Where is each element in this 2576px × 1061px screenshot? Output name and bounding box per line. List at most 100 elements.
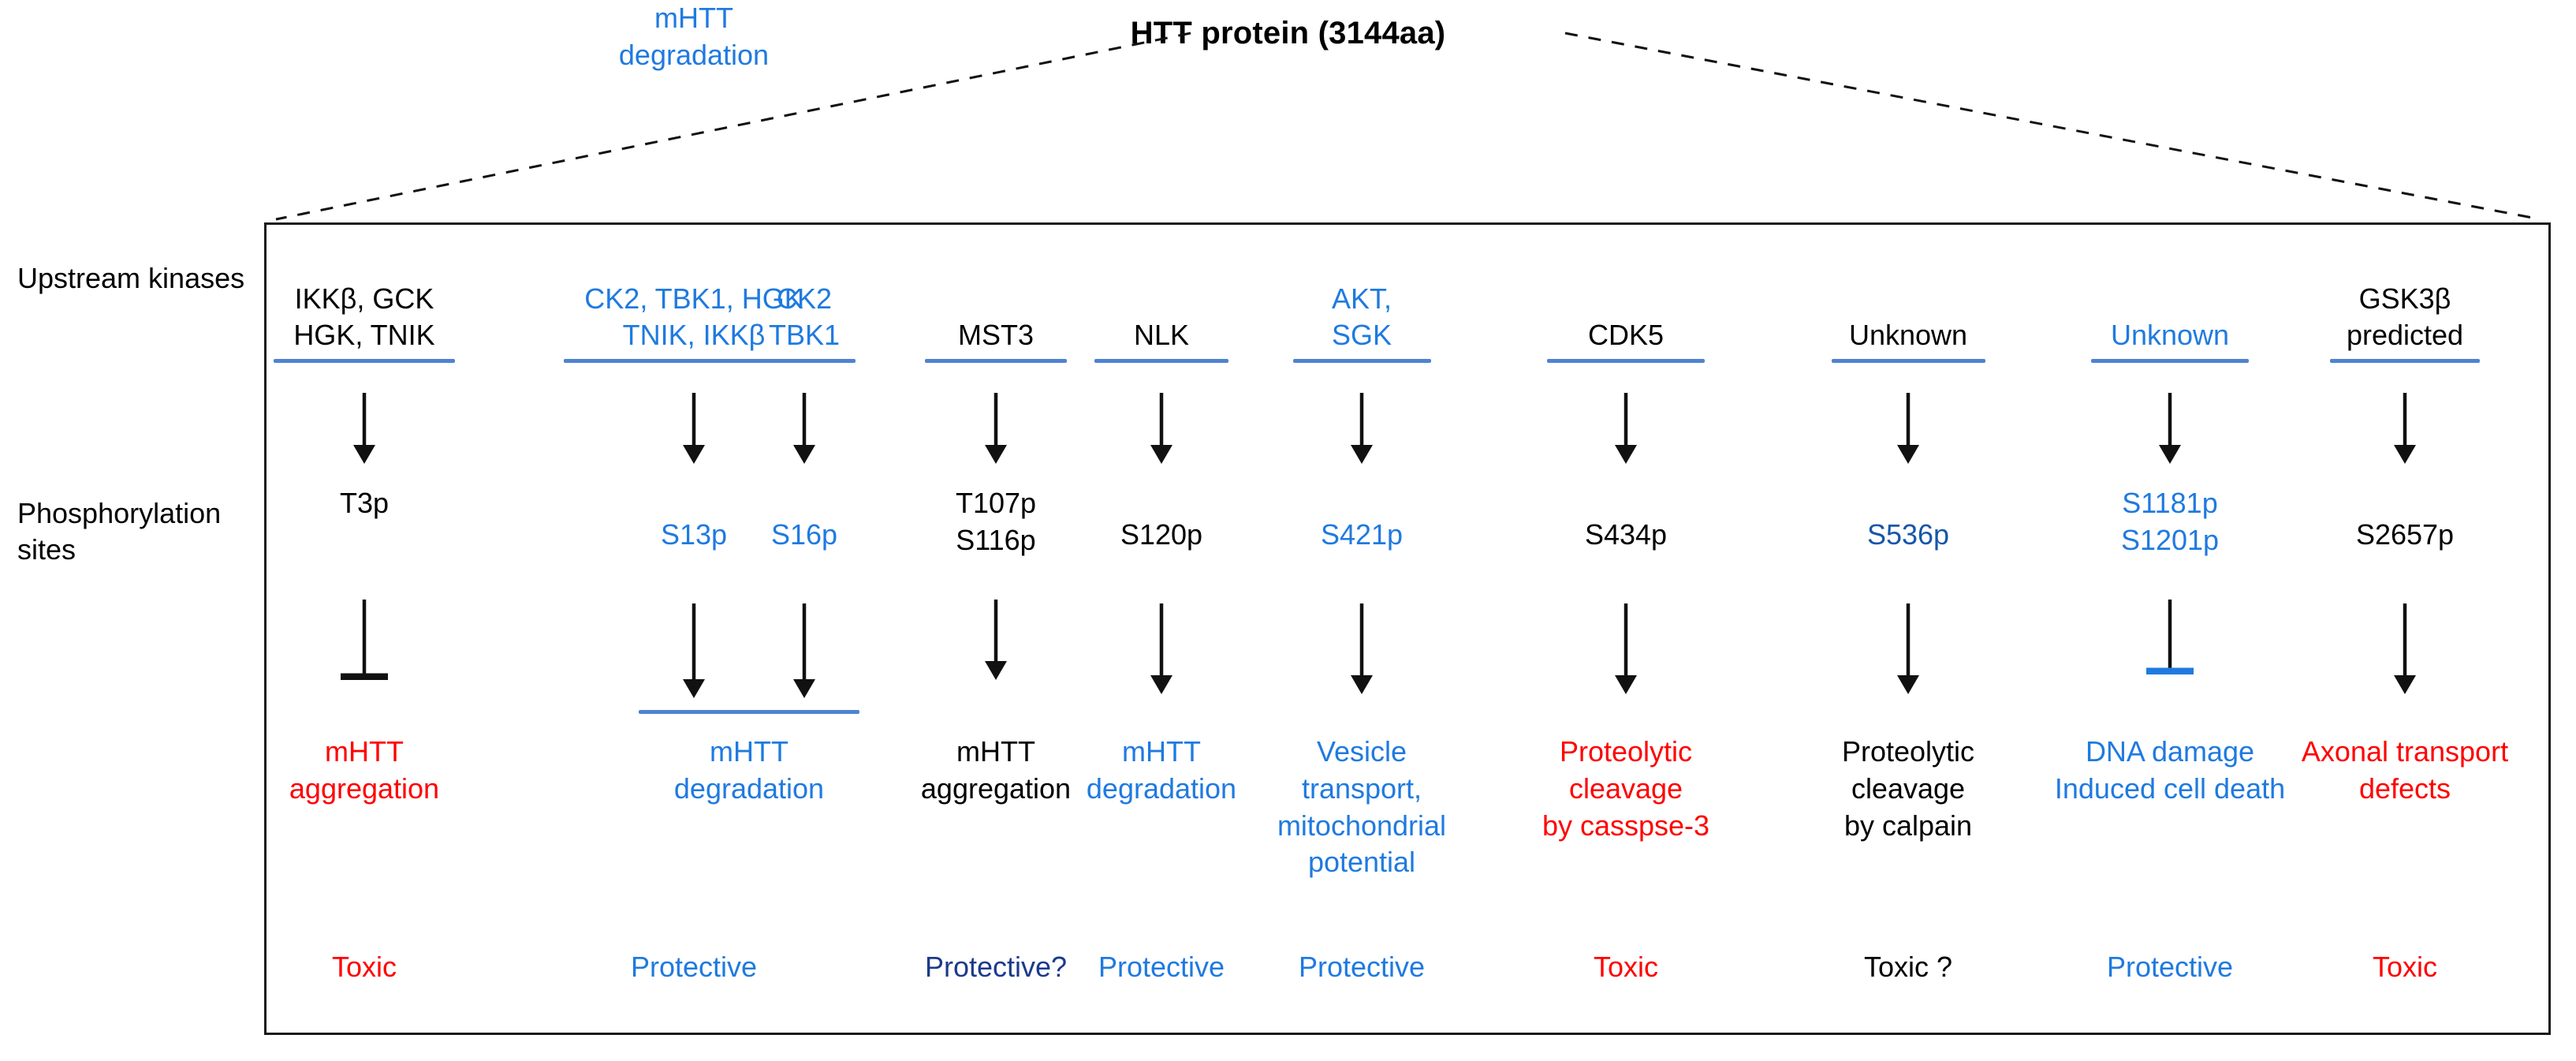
arrow-kinase-to-site-10 <box>2394 393 2416 464</box>
verdict-7: Toxic <box>1593 951 1659 983</box>
verdict-8: Toxic ? <box>1863 951 1953 983</box>
kinase-underline-2 <box>564 359 824 363</box>
shared-bracket-2-3 <box>639 710 859 714</box>
kinase-line: TNIK, IKKβ <box>622 318 766 351</box>
upstream-kinase-9: Unknown <box>2040 317 2300 353</box>
kinase-line: MST3 <box>957 319 1034 351</box>
outcome-line: mHTT <box>1122 735 1201 768</box>
verdict-6: Protective <box>1298 951 1426 983</box>
kinase-line: CK2 <box>776 282 833 315</box>
arrow-kinase-to-site-3 <box>793 393 815 464</box>
phosphosite-line: S116p <box>956 523 1036 556</box>
outcome-line: Proteolytic <box>1559 735 1693 768</box>
outcome-line: mHTT <box>654 2 733 34</box>
arrow-kinase-to-site-5 <box>1150 393 1172 464</box>
row-label-line-2: sites <box>17 533 76 566</box>
kinase-line: SGK <box>1331 318 1392 351</box>
outcome-line: mitochondrial <box>1277 809 1447 842</box>
kinase-line: NLK <box>1133 319 1190 351</box>
arrow-kinase-to-site-2 <box>683 393 705 464</box>
kinase-line: HGK, TNIK <box>293 318 435 351</box>
upstream-kinase-7: CDK5 <box>1508 317 1744 353</box>
kinase-underline-1 <box>274 359 455 363</box>
outcome-line: cleavage <box>1851 771 1966 805</box>
outcome-line: defects <box>2358 771 2451 805</box>
kinase-line: Unknown <box>1848 319 1968 351</box>
row-label-upstream-kinases: Upstream kinases <box>17 262 245 294</box>
phosphosite-line: S1181p <box>2122 487 2218 519</box>
phosphosite-1: T3p <box>246 485 483 522</box>
verdict-1: Toxic <box>331 951 397 983</box>
upstream-kinase-5: NLK <box>1071 317 1252 353</box>
phosphosite-7: S434p <box>1508 517 1744 554</box>
row-label-line-1: Phosphorylation <box>17 497 222 529</box>
arrow-site-to-outcome-6 <box>1351 603 1373 694</box>
phosphosite-5: S120p <box>1071 517 1252 554</box>
verdict-9: Protective <box>2106 951 2234 983</box>
arrow-site-to-outcome-3 <box>793 603 815 698</box>
phosphosite-line: T107p <box>955 487 1037 519</box>
outcome-line: Axonal transport <box>2301 735 2509 768</box>
kinase-underline-3 <box>753 359 856 363</box>
kinase-line: AKT, <box>1331 282 1392 315</box>
upstream-kinase-6: AKT,SGK <box>1267 281 1456 353</box>
phosphosite-line: S16p <box>770 518 838 551</box>
outcome-line: degradation <box>673 771 825 805</box>
verdict-4: Protective? <box>924 951 1068 983</box>
outcome-line: aggregation <box>920 771 1072 805</box>
kinase-underline-5 <box>1094 359 1228 363</box>
kinase-underline-7 <box>1547 359 1705 363</box>
arrow-site-to-outcome-7 <box>1615 603 1637 694</box>
arrow-kinase-to-site-4 <box>985 393 1007 464</box>
kinase-underline-10 <box>2330 359 2480 363</box>
upstream-kinase-4: MST3 <box>893 317 1098 353</box>
kinase-line: predicted <box>2346 318 2464 351</box>
arrow-kinase-to-site-8 <box>1897 393 1919 464</box>
outcome-line: DNA damage <box>2085 735 2255 768</box>
arrow-site-to-outcome-10 <box>2394 603 2416 694</box>
inhibition-bar-9 <box>2146 600 2194 674</box>
arrow-site-to-outcome-5 <box>1150 603 1172 694</box>
phosphosite-line: S1201p <box>2120 523 2220 556</box>
phosphosite-line: S536p <box>1866 518 1950 551</box>
kinase-underline-8 <box>1831 359 1985 363</box>
kinase-underline-4 <box>925 359 1067 363</box>
verdict-5: Protective <box>1098 951 1225 983</box>
phosphosite-2: S13p <box>497 517 891 554</box>
row-label-phosphorylation-sites: Phosphorylation sites <box>17 495 254 568</box>
outcome-line: by casspse-3 <box>1541 809 1710 842</box>
outcome-line: mHTT <box>710 735 788 768</box>
phosphosite-line: S120p <box>1120 518 1203 551</box>
kinase-underline-9 <box>2091 359 2249 363</box>
kinase-line: Unknown <box>2110 319 2230 351</box>
kinase-line: IKKβ, GCK <box>294 282 434 315</box>
phosphosite-line: S2657p <box>2355 518 2455 551</box>
kinase-line: TBK1 <box>768 318 841 351</box>
kinase-line: CK2, TBK1, HGK <box>584 282 803 315</box>
phosphosite-line: S421p <box>1320 518 1404 551</box>
arrow-site-to-outcome-4 <box>985 600 1007 680</box>
kinase-underline-6 <box>1292 359 1431 363</box>
